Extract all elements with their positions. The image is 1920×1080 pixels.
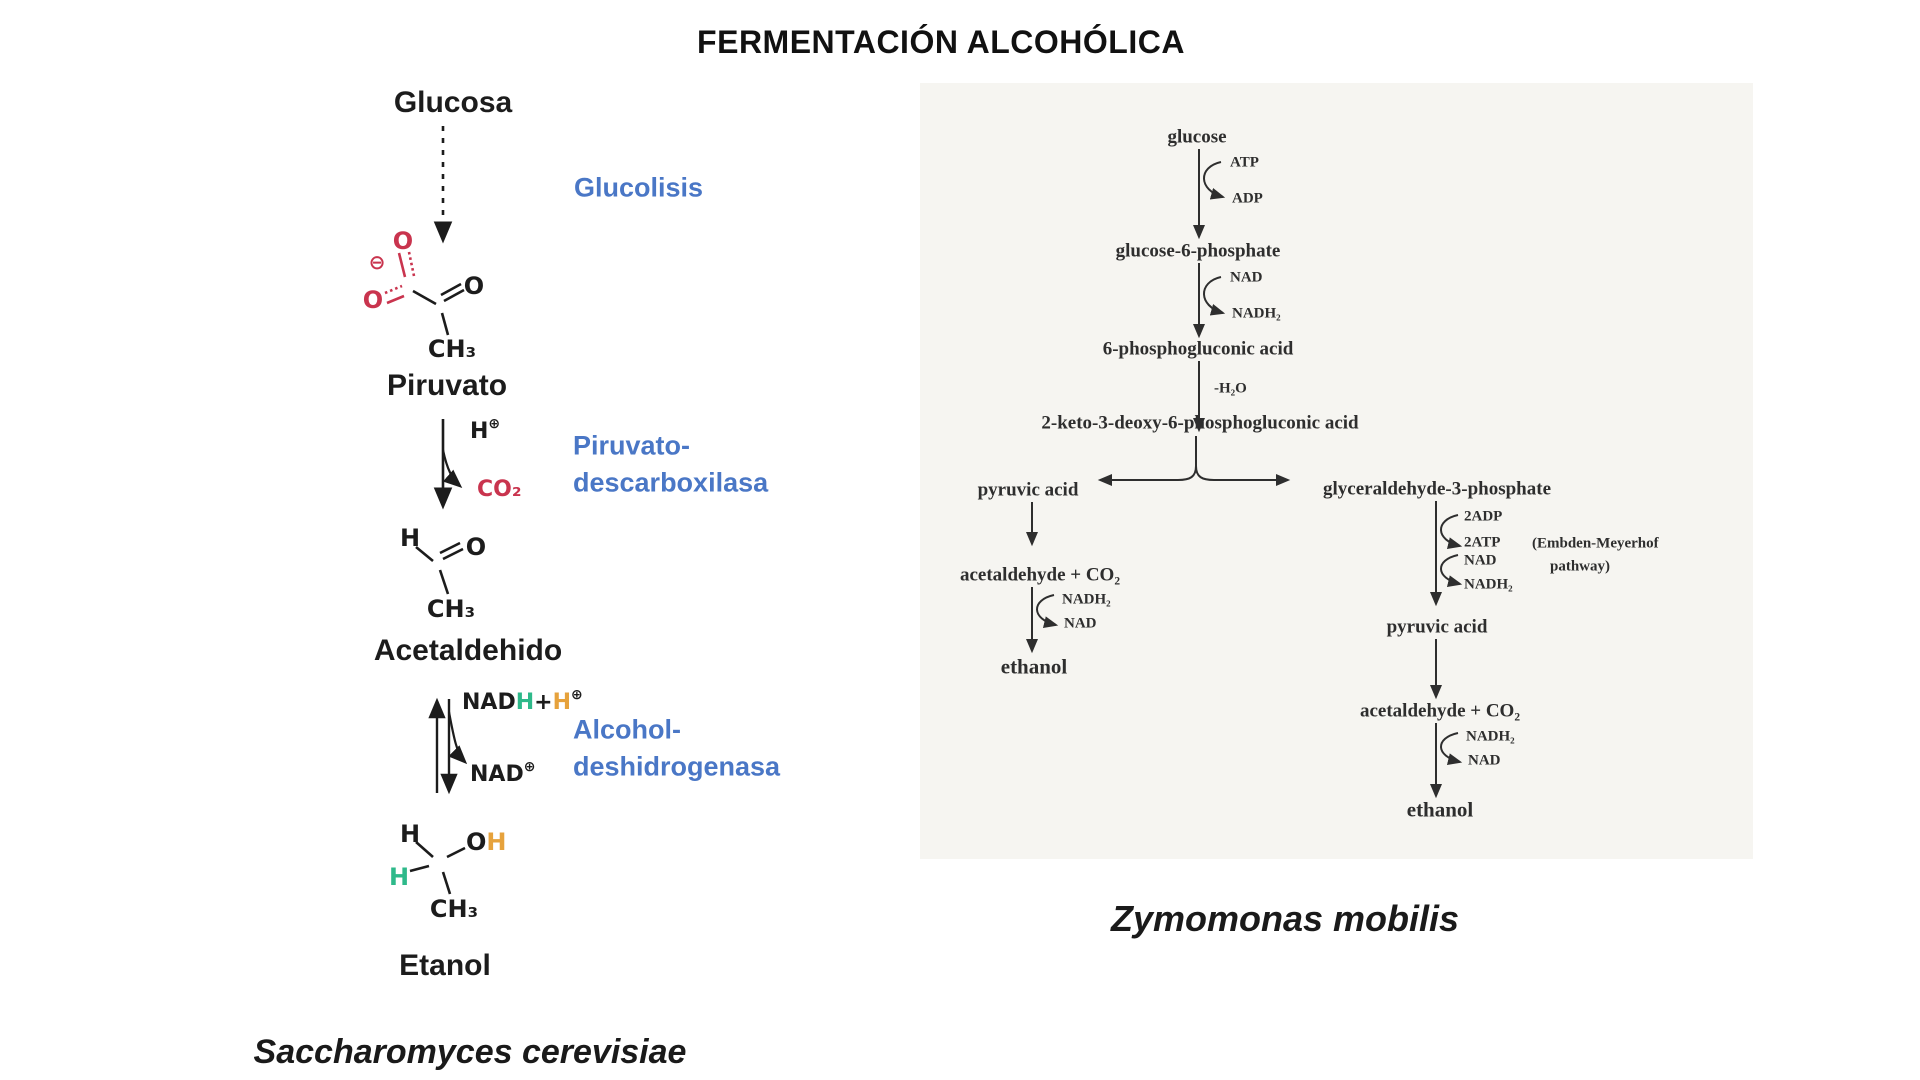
cofactor-2atp: 2ATP bbox=[1464, 534, 1501, 551]
metabolite-piruvato: Piruvato bbox=[386, 369, 508, 402]
metabolite-acetaldehyde-right: acetaldehyde + CO₂ bbox=[1359, 700, 1521, 722]
pyruvate-o-keto: O bbox=[463, 272, 485, 300]
enzyme-alcohol-deshidrogenasa-line1: Alcohol- bbox=[573, 714, 681, 745]
cofactor-atp: ATP bbox=[1230, 154, 1259, 171]
organism-saccharomyces: Saccharomyces cerevisiae bbox=[253, 1033, 687, 1071]
cofactor-nadh2-left: NADH₂ bbox=[1062, 591, 1111, 608]
enzyme-piruvato-descarboxilasa-line1: Piruvato- bbox=[573, 430, 691, 461]
metabolite-pyruvic-right: pyruvic acid bbox=[1386, 616, 1488, 638]
acetaldehyde-ch3: CH₃ bbox=[426, 595, 476, 623]
metabolite-ethanol-left: ethanol bbox=[1000, 654, 1068, 679]
cofactor-nadh2-right: NADH₂ bbox=[1466, 728, 1515, 745]
acetaldehyde-o: O bbox=[465, 533, 487, 561]
pyruvate-ch3: CH₃ bbox=[427, 335, 477, 363]
cofactor-minus-h2o: -H₂O bbox=[1214, 380, 1247, 397]
cofactor-nad-right: NAD bbox=[1468, 752, 1501, 769]
proton-label: H⊕ bbox=[470, 416, 501, 444]
cofactor-nadh2-1: NADH₂ bbox=[1232, 305, 1281, 322]
metabolite-glucose: glucose bbox=[1167, 126, 1227, 148]
metabolite-gap: glyceraldehyde-3-phosphate bbox=[1323, 478, 1551, 500]
annotation-embden-line1: (Embden-Meyerhof bbox=[1532, 535, 1659, 552]
enzyme-piruvato-descarboxilasa-line2: descarboxilasa bbox=[573, 467, 769, 498]
cofactor-adp: ADP bbox=[1232, 190, 1263, 207]
organism-zymomonas: Zymomonas mobilis bbox=[1110, 898, 1460, 939]
metabolite-pyruvic-left: pyruvic acid bbox=[977, 479, 1079, 501]
acetaldehyde-h: H bbox=[399, 524, 421, 552]
metabolite-6-phosphogluconic: 6-phosphogluconic acid bbox=[1102, 338, 1294, 360]
metabolite-acetaldehido: Acetaldehido bbox=[373, 634, 563, 667]
cofactor-nadh2-2: NADH₂ bbox=[1464, 576, 1513, 593]
cofactor-nad-1: NAD bbox=[1230, 269, 1263, 286]
scanned-figure-background bbox=[920, 83, 1753, 859]
nadh-label: NADH+H⊕ bbox=[462, 687, 583, 715]
nad-label: NAD⊕ bbox=[470, 759, 536, 787]
ethanol-h-top: H bbox=[399, 820, 421, 848]
metabolite-etanol: Etanol bbox=[399, 949, 491, 982]
metabolite-acetaldehyde-left: acetaldehyde + CO₂ bbox=[959, 564, 1121, 586]
annotation-embden-line2: pathway) bbox=[1550, 558, 1611, 575]
enzyme-glucolisis: Glucolisis bbox=[574, 172, 704, 203]
metabolite-kdpg: 2-keto-3-deoxy-6-phosphogluconic acid bbox=[1041, 412, 1359, 434]
metabolite-ethanol-right: ethanol bbox=[1406, 797, 1474, 822]
ethanol-oh: OH bbox=[466, 828, 507, 856]
cofactor-nad-left: NAD bbox=[1064, 615, 1097, 632]
page-title: FERMENTACIÓN ALCOHÓLICA bbox=[697, 24, 1185, 60]
cofactor-nad-2: NAD bbox=[1464, 552, 1497, 569]
metabolite-glucosa: Glucosa bbox=[393, 86, 513, 119]
enzyme-alcohol-deshidrogenasa-line2: deshidrogenasa bbox=[573, 751, 781, 782]
pyruvate-o-left: O bbox=[362, 286, 384, 314]
cofactor-2adp: 2ADP bbox=[1464, 508, 1503, 525]
ethanol-ch3: CH₃ bbox=[429, 895, 479, 923]
ethanol-h-green: H bbox=[388, 863, 410, 891]
co2-label: CO₂ bbox=[477, 477, 522, 502]
metabolite-g6p: glucose-6-phosphate bbox=[1115, 240, 1281, 262]
pyruvate-o-top: O bbox=[392, 227, 414, 255]
pyruvate-charge-minus-icon: ⊖ bbox=[368, 250, 386, 274]
